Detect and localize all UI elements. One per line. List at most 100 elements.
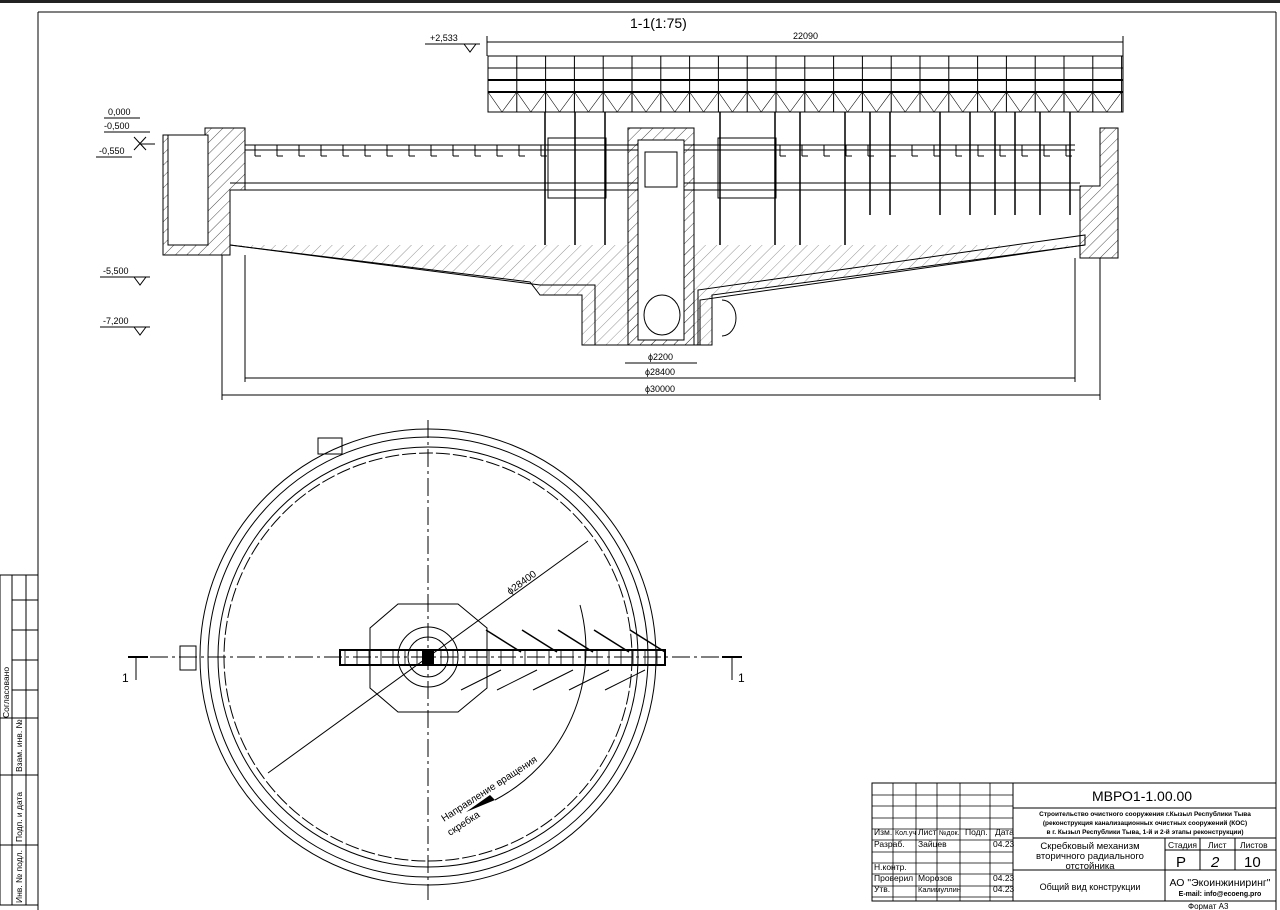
stamp-field: Взам. инв. № <box>14 719 24 772</box>
project-line: в г. Кызыл Республики Тыва, 1-й и 2-й эт… <box>1046 828 1243 836</box>
drawing-line <box>833 91 848 113</box>
row-date: 04.23 <box>993 839 1015 849</box>
drawing-line <box>501 91 518 113</box>
header-cell: Дата <box>995 827 1014 837</box>
drawing-line <box>674 91 690 113</box>
drawing-line <box>602 91 618 113</box>
company-name: АО "Экоинжиниринг" <box>1170 877 1271 889</box>
tank-section <box>162 112 1119 346</box>
stage-label: Стадия <box>1168 840 1197 850</box>
sheets-value: 10 <box>1244 854 1261 871</box>
dim-28400: ϕ28400 <box>645 367 675 377</box>
top-strip <box>0 0 1280 3</box>
drawing-line <box>818 91 834 113</box>
company-email: E-mail: info@ecoeng.pro <box>1179 891 1262 898</box>
drawing-line <box>876 91 892 113</box>
drawing-line <box>1077 91 1094 113</box>
row-role: Разраб. <box>874 839 905 849</box>
drawing-line <box>1006 91 1021 113</box>
drawing-line <box>804 91 820 113</box>
drawing-line <box>545 91 560 113</box>
row-name: Зайцев <box>918 839 947 849</box>
row-name: Морозов <box>918 873 953 883</box>
drawing-line <box>718 91 733 113</box>
sheets-label: Листов <box>1240 840 1268 850</box>
drawing-line <box>789 91 806 113</box>
bridge-plan <box>339 649 666 666</box>
drawing-line <box>557 629 594 653</box>
drawing-line <box>645 91 662 113</box>
drawing-line <box>991 91 1007 113</box>
level-mark: +2,533 <box>430 33 458 43</box>
drawing-line <box>460 669 502 691</box>
header-cell: №док. <box>939 830 960 837</box>
dim-30000: ϕ30000 <box>645 384 675 394</box>
drawing-line <box>1092 91 1108 113</box>
document-code: МВРО1-1.00.00 <box>1092 788 1192 804</box>
drawing-line <box>948 91 964 113</box>
drawing-line <box>604 669 646 691</box>
drawing-line <box>775 91 791 113</box>
drawing-line <box>631 91 647 113</box>
row-name: Калимуллин <box>918 885 961 894</box>
drawing-line <box>588 91 604 113</box>
header-cell: Подп. <box>965 827 988 837</box>
product-name: отстойника <box>1065 861 1115 872</box>
plan-view: ϕ28400 Направление вращения скребка 1 1 <box>122 420 745 900</box>
drawing-line <box>485 629 522 653</box>
drawing-line <box>616 91 633 113</box>
section-title: 1-1(1:75) <box>630 15 687 31</box>
cut-mark-right: 1 <box>738 671 745 685</box>
drawing-line <box>890 91 906 113</box>
drawing-line <box>574 91 589 113</box>
header-cell: Лист <box>918 827 937 837</box>
drawing-line <box>746 91 762 113</box>
level-mark: 0,000 <box>108 107 131 117</box>
drawing-line <box>516 91 532 113</box>
drawing-line <box>1020 91 1036 113</box>
level-mark: -5,500 <box>103 266 129 276</box>
stamp-field: Подп. и дата <box>14 792 24 842</box>
drawing-line <box>962 91 978 113</box>
row-role: Н.контр. <box>874 862 907 872</box>
top-dimension: 22090 <box>793 31 818 41</box>
level-mark: -0,500 <box>104 121 130 131</box>
project-line: (реконструкция канализационных очистных … <box>1043 819 1247 827</box>
drawing-line <box>933 91 950 113</box>
sheet-label: Лист <box>1208 840 1227 850</box>
title-block: МВРО1-1.00.00 Строительство очистного со… <box>871 782 1277 910</box>
diameter-leader <box>267 540 589 774</box>
drawing-line <box>660 91 676 113</box>
row-role: Утв. <box>874 884 890 894</box>
product-name: вторичного радиального <box>1036 851 1144 862</box>
drawing-line <box>760 91 777 113</box>
rotation-direction-label: Направление вращения <box>440 754 540 824</box>
stamp-field: Инв. № подл. <box>14 850 24 903</box>
drawing-line <box>1034 91 1050 113</box>
drawing-line <box>530 91 546 113</box>
header-cell: Кол.уч <box>895 830 916 837</box>
level-mark: -7,200 <box>103 316 129 326</box>
drawing-line <box>559 91 575 113</box>
format-label: Формат А3 <box>1188 902 1229 910</box>
drawing-line <box>847 91 863 113</box>
drawing-line <box>496 669 538 691</box>
row-date: 04.23 <box>993 884 1015 894</box>
drawing-line <box>919 91 935 113</box>
sheet-value: 2 <box>1210 854 1220 871</box>
section-view: 1-1(1:75) 22090 <box>96 15 1124 400</box>
side-stamp: Согласовано Взам. инв. № Подп. и дата Ин… <box>0 574 39 906</box>
project-line: Строительство очистного сооружения г.Кыз… <box>1039 810 1251 818</box>
drawing-line <box>593 629 630 653</box>
dim-2200: ϕ2200 <box>648 352 673 362</box>
drawing-line <box>689 91 704 113</box>
drawing-line <box>977 91 992 113</box>
product-name: Скребковый механизм <box>1040 841 1139 852</box>
drawing-line <box>732 91 748 113</box>
sheet-title: Общий вид конструкции <box>1040 882 1141 892</box>
agreed-label: Согласовано <box>1 667 11 718</box>
plan-diameter-label: ϕ28400 <box>505 569 539 598</box>
drawing-line <box>1106 91 1122 113</box>
diameter-dims: ϕ2200 ϕ28400 ϕ30000 <box>221 255 1101 400</box>
